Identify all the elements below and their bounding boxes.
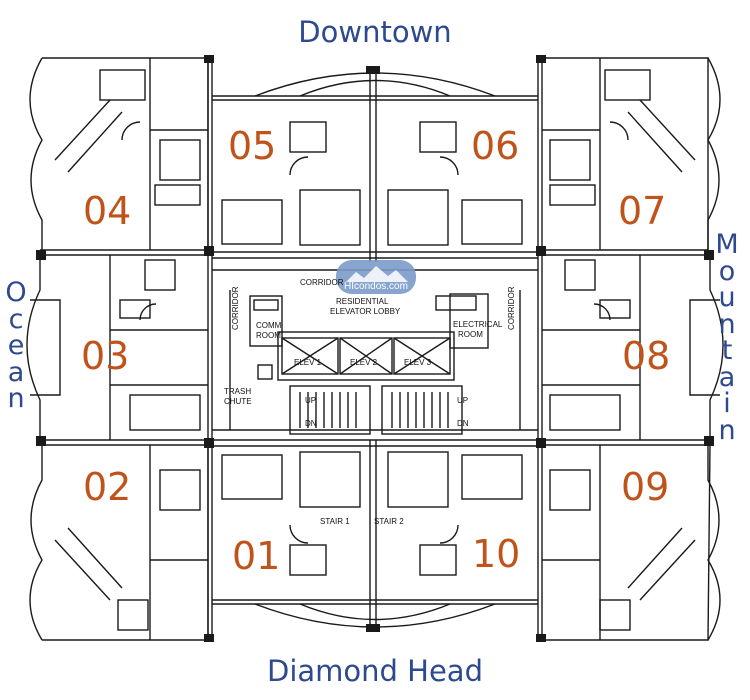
electrical-room-label-line2: ROOM [458, 330, 483, 339]
direction-letter: n [718, 308, 736, 340]
comm-room-label-line1: COMM [256, 321, 282, 330]
corridor-label-right: CORRIDOR [507, 286, 516, 330]
unit-number-01: 01 [232, 534, 281, 578]
trash-chute-label-line1: TRASH [224, 387, 252, 396]
direction-label-diamond-head: Diamond Head [267, 654, 483, 688]
unit-number-08: 08 [622, 334, 671, 378]
comm-room-label-line2: ROOM [256, 331, 281, 340]
unit-number-04: 04 [83, 189, 132, 233]
lobby-label-line1: RESIDENTIAL [336, 297, 389, 306]
trash-chute-label-line2: CHUTE [224, 397, 252, 406]
direction-letter: a [7, 356, 25, 388]
unit-number-10: 10 [472, 532, 521, 576]
direction-letter: n [718, 414, 736, 446]
direction-letter: u [718, 282, 736, 313]
direction-letter: O [5, 277, 27, 308]
stair-2-up-label: UP [457, 396, 469, 405]
direction-letter: t [721, 335, 733, 366]
unit-number-02: 02 [83, 465, 132, 509]
direction-letter: o [718, 255, 736, 287]
stair-2-down-label: DN [457, 419, 469, 428]
direction-letter: n [7, 383, 25, 414]
unit-number-09: 09 [621, 465, 670, 509]
unit-number-07: 07 [618, 189, 667, 233]
unit-number-06: 06 [471, 124, 520, 168]
logo-text: HIcondos.com [344, 281, 408, 292]
stair-1-up-label: UP [305, 396, 317, 405]
corridor-label-top: CORRIDOR [300, 278, 344, 287]
direction-letter: a [718, 361, 736, 393]
unit-number-03: 03 [81, 334, 130, 378]
unit-number-05: 05 [228, 124, 277, 168]
elevator-1-label: ELEV 1 [294, 358, 322, 367]
direction-letter: c [8, 303, 24, 335]
corridor-label-left: CORRIDOR [231, 286, 240, 330]
electrical-room-label-line1: ELECTRICAL [453, 320, 503, 329]
lobby-label-line2: ELEVATOR LOBBY [330, 307, 401, 316]
elevator-2-label: ELEV 2 [350, 358, 378, 367]
direction-letter: e [7, 330, 25, 361]
elevator-3-label: ELEV 3 [404, 358, 432, 367]
logo-badge [336, 260, 416, 294]
direction-letter: i [723, 388, 731, 419]
direction-label-downtown: Downtown [298, 15, 452, 49]
stair-1-down-label: DN [305, 419, 317, 428]
stair-1-label: STAIR 1 [320, 517, 350, 526]
direction-letter: M [715, 229, 739, 260]
stair-2-label: STAIR 2 [374, 517, 404, 526]
